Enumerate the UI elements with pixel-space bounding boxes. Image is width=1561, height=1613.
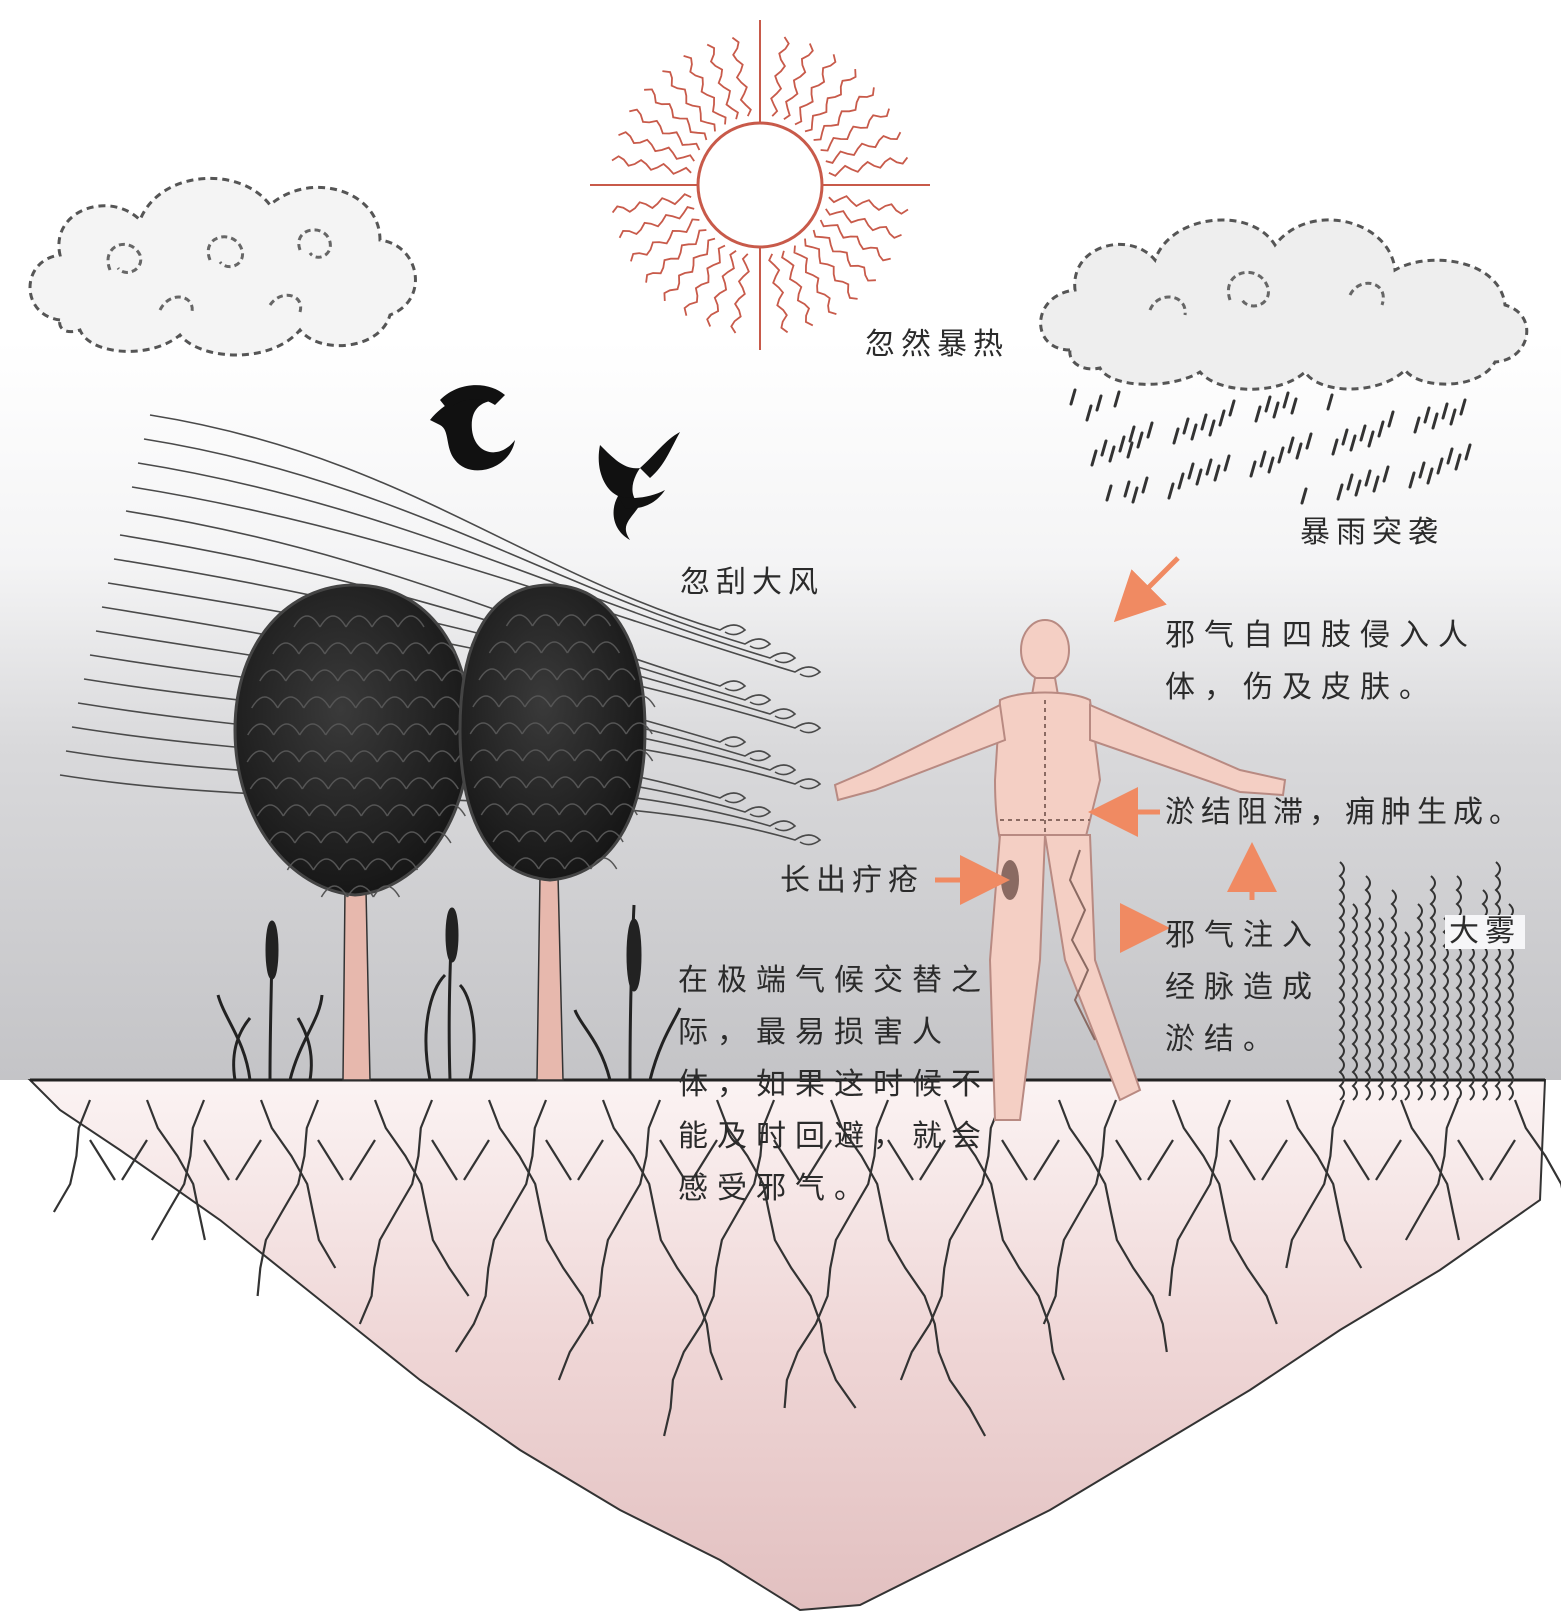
bird-icon	[598, 432, 680, 540]
main-line1: 在极端气候交替之	[678, 963, 990, 998]
main-line3: 体，如果这时候不	[678, 1067, 990, 1102]
main-line2: 际，最易损害人	[678, 1015, 951, 1050]
reeds	[216, 904, 682, 1081]
label-invade-line1: 邪气自四肢侵入人	[1165, 618, 1477, 653]
arrow-icon	[935, 556, 1277, 953]
tree-icon	[233, 583, 483, 1081]
label-meridian-line2: 经脉造成	[1165, 970, 1321, 1005]
ground-rock	[27, 1079, 1547, 1612]
label-sudden-heat: 忽然暴热	[865, 327, 1009, 362]
sun-icon	[590, 20, 930, 350]
cloud-icon	[28, 176, 417, 357]
rain-icon	[1069, 388, 1472, 505]
label-meridian-line3: 淤结。	[1165, 1022, 1282, 1057]
label-sudden-wind: 忽刮大风	[680, 565, 824, 600]
label-meridian: 邪气注入 经脉造成 淤结。	[1165, 910, 1321, 1066]
wind-streaks	[59, 414, 822, 846]
label-boils: 长出疔疮	[780, 863, 924, 898]
meridian-line	[1068, 849, 1096, 1041]
label-invade: 邪气自四肢侵入人 体，伤及皮肤。	[1165, 610, 1477, 714]
rain-cloud-icon	[1039, 218, 1529, 391]
fog-icon	[1338, 861, 1514, 1101]
label-sudden-storm: 暴雨突袭	[1300, 515, 1444, 550]
label-meridian-line1: 邪气注入	[1165, 918, 1321, 953]
label-stagnation: 淤结阻滞，痈肿生成。	[1165, 795, 1525, 830]
main-line4: 能及时回避，就会	[678, 1119, 990, 1154]
label-fog: 大雾	[1445, 915, 1525, 949]
main-paragraph: 在极端气候交替之 际，最易损害人 体，如果这时候不 能及时回避，就会 感受邪气。	[678, 955, 990, 1215]
bird-icon	[430, 385, 515, 471]
main-line5: 感受邪气。	[678, 1171, 873, 1206]
human-figure-icon	[833, 619, 1287, 1121]
tree-icon	[458, 583, 656, 1081]
label-invade-line2: 体，伤及皮肤。	[1165, 670, 1438, 705]
ground-cracks	[52, 1099, 1561, 1437]
